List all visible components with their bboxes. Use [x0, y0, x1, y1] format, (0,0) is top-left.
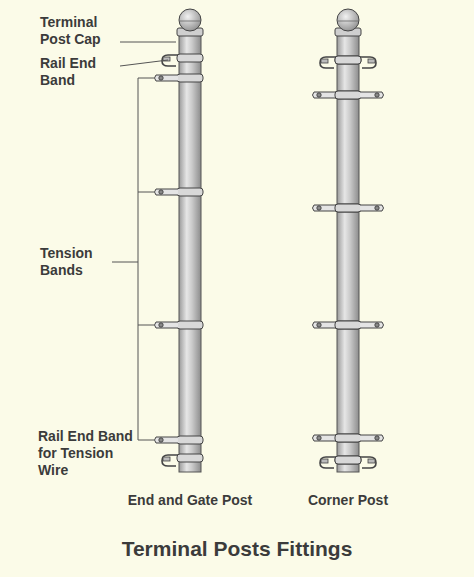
part-label: Terminal Post Cap: [40, 14, 118, 48]
diagram-title: Terminal Posts Fittings: [0, 537, 474, 561]
part-label: Tension Bands: [40, 245, 110, 279]
part-label: Rail End Band for Tension Wire: [38, 428, 134, 479]
post-caption: Corner Post: [308, 492, 388, 509]
part-label: Rail End Band: [40, 55, 118, 89]
post-caption: End and Gate Post: [128, 492, 252, 509]
